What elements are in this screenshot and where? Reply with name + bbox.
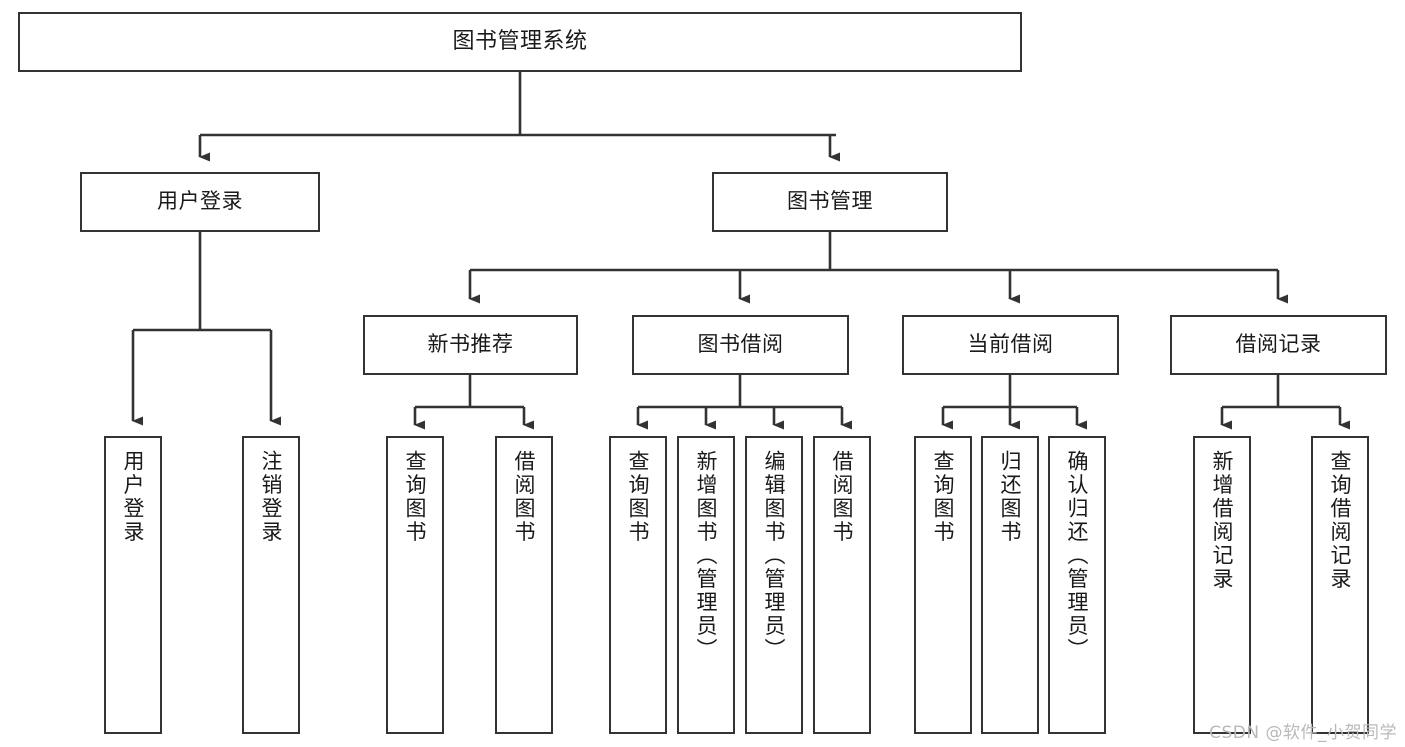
node-label: 编辑图书（管理员） [762,450,787,662]
node-label: 查询借阅记录 [1328,450,1353,591]
leaf-new-book-query-book[interactable]: 查询图书 [386,436,444,734]
leaf-current-borrow-confirm-return-admin[interactable]: 确认归还（管理员） [1048,436,1106,734]
node-label: 图书管理系统 [452,28,588,54]
node-label: 确认归还（管理员） [1065,450,1090,662]
node-new-book-recommendation[interactable]: 新书推荐 [363,315,578,375]
node-label: 注销登录 [259,450,284,544]
node-label: 图书借阅 [697,332,784,357]
node-label: 借阅记录 [1235,332,1322,357]
node-label: 当前借阅 [967,332,1054,357]
node-label: 新增图书（管理员） [694,450,719,662]
leaf-current-borrow-query-book[interactable]: 查询图书 [914,436,972,734]
node-label: 新书推荐 [427,332,514,357]
leaf-borrow-record-add-record[interactable]: 新增借阅记录 [1193,436,1251,734]
node-book-management[interactable]: 图书管理 [712,172,948,232]
leaf-borrow-record-query-record[interactable]: 查询借阅记录 [1311,436,1369,734]
node-borrowing-records[interactable]: 借阅记录 [1170,315,1387,375]
leaf-user-login-signout[interactable]: 注销登录 [242,436,300,734]
node-label: 查询图书 [931,450,956,544]
node-current-borrowing[interactable]: 当前借阅 [902,315,1119,375]
node-label: 用户登录 [121,450,146,544]
csdn-watermark: CSDN @软件_小贺同学 [1209,723,1397,743]
leaf-current-borrow-return-book[interactable]: 归还图书 [981,436,1039,734]
node-root-library-system[interactable]: 图书管理系统 [18,12,1022,72]
leaf-new-book-borrow-book[interactable]: 借阅图书 [495,436,553,734]
leaf-book-borrow-add-book-admin[interactable]: 新增图书（管理员） [677,436,735,734]
node-label: 借阅图书 [830,450,855,544]
node-user-login[interactable]: 用户登录 [80,172,320,232]
node-label: 用户登录 [157,189,243,214]
node-label: 新增借阅记录 [1210,450,1235,591]
leaf-book-borrow-query-book[interactable]: 查询图书 [609,436,667,734]
node-label: 查询图书 [403,450,428,544]
node-book-borrowing[interactable]: 图书借阅 [632,315,849,375]
node-label: 归还图书 [998,450,1023,544]
leaf-book-borrow-edit-book-admin[interactable]: 编辑图书（管理员） [745,436,803,734]
node-label: 图书管理 [787,189,873,214]
node-label: 查询图书 [626,450,651,544]
leaf-book-borrow-borrow-book[interactable]: 借阅图书 [813,436,871,734]
node-label: 借阅图书 [512,450,537,544]
leaf-user-login-signin[interactable]: 用户登录 [104,436,162,734]
